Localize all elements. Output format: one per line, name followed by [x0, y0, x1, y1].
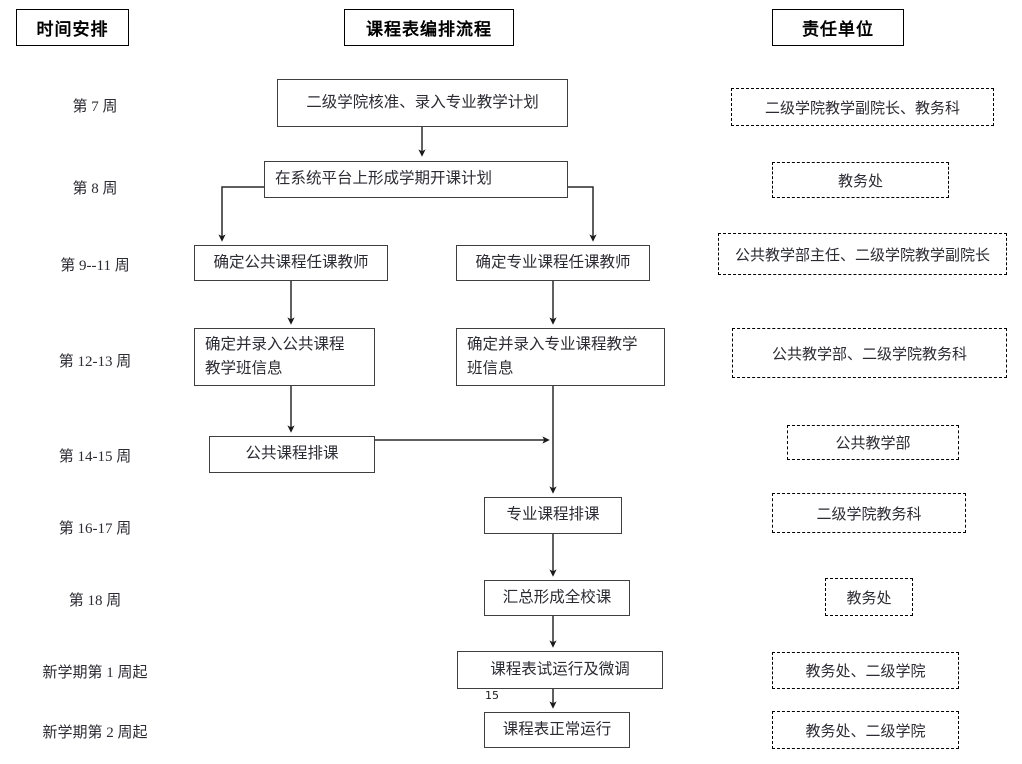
time-label-week-7: 第 7 周 [0, 93, 190, 117]
flow-box-schedule-major[interactable]: 专业课程排课 [484, 497, 622, 534]
responsibility-box-7[interactable]: 教务处 [825, 578, 913, 616]
flow-box-label: 确定并录入专业课程教学 班信息 [467, 335, 638, 377]
responsibility-box-label: 教务处、二级学院 [805, 664, 926, 680]
responsibility-box-label: 二级学院教学副院长、教务科 [764, 100, 960, 117]
flow-box-label: 课程表试运行及微调 [490, 660, 630, 678]
responsibility-header: 责任单位 [772, 9, 904, 46]
time-label-text: 第 7 周 [72, 98, 118, 115]
responsibility-box-label: 教务处、二级学院 [805, 723, 926, 740]
flow-box-label: 二级学院核准、录入专业教学计划 [306, 93, 539, 111]
page-number-text: 15 [485, 689, 499, 702]
flow-header-label: 课程表编排流程 [366, 20, 492, 40]
flow-box-label: 在系统平台上形成学期开课计划 [275, 170, 493, 188]
flow-box-assign-public-teacher[interactable]: 确定公共课程任课教师 [194, 245, 388, 281]
flow-box-enter-major-class[interactable]: 确定并录入专业课程教学 班信息 [456, 328, 665, 386]
time-label-week-8: 第 8 周 [0, 175, 190, 199]
responsibility-box-9[interactable]: 教务处、二级学院 [772, 711, 959, 749]
time-header-label: 时间安排 [36, 20, 109, 40]
flow-box-label: 课程表正常运行 [502, 720, 612, 738]
responsibility-box-1[interactable]: 二级学院教学副院长、教务科 [731, 88, 994, 126]
responsibility-box-label: 公共教学部、二级学院教务科 [771, 346, 967, 363]
flow-box-normal-run[interactable]: 课程表正常运行 [484, 712, 630, 748]
flow-box-label: 确定并录入公共课程 教学班信息 [205, 335, 345, 377]
time-label-new-term-w2: 新学期第 2 周起 [0, 719, 190, 743]
time-label-text: 第 12-13 周 [58, 353, 132, 370]
time-label-week-9-11: 第 9--11 周 [0, 252, 190, 276]
responsibility-box-5[interactable]: 公共教学部 [787, 425, 959, 460]
responsibility-box-2[interactable]: 教务处 [772, 162, 949, 198]
time-label-new-term-w1: 新学期第 1 周起 [0, 659, 190, 683]
time-label-text: 第 14-15 周 [58, 448, 132, 465]
responsibility-box-label: 公共教学部主任、二级学院教学副院长 [734, 247, 990, 264]
responsibility-box-8[interactable]: 教务处、二级学院 [772, 652, 959, 689]
flow-box-label: 确定专业课程任课教师 [475, 253, 631, 271]
flow-header: 课程表编排流程 [344, 9, 514, 46]
time-label-week-12-13: 第 12-13 周 [0, 348, 190, 372]
time-label-text: 新学期第 1 周起 [42, 664, 148, 681]
time-label-text: 第 16-17 周 [58, 520, 132, 537]
time-label-week-16-17: 第 16-17 周 [0, 515, 190, 539]
flow-box-assign-major-teacher[interactable]: 确定专业课程任课教师 [456, 245, 650, 281]
time-label-week-14-15: 第 14-15 周 [0, 443, 190, 467]
responsibility-box-3[interactable]: 公共教学部主任、二级学院教学副院长 [718, 233, 1007, 275]
time-header: 时间安排 [16, 9, 129, 46]
flow-box-schedule-public[interactable]: 公共课程排课 [209, 436, 375, 473]
flow-box-aggregate-school[interactable]: 汇总形成全校课 [484, 580, 630, 616]
flow-box-enter-public-class[interactable]: 确定并录入公共课程 教学班信息 [194, 328, 375, 386]
page-number: 15 [485, 689, 499, 702]
responsibility-box-6[interactable]: 二级学院教务科 [772, 493, 966, 533]
flow-box-trial-run[interactable]: 课程表试运行及微调 [457, 651, 663, 689]
flow-box-label: 专业课程排课 [506, 506, 600, 524]
responsibility-header-label: 责任单位 [802, 20, 874, 40]
time-label-week-18: 第 18 周 [0, 587, 190, 611]
responsibility-box-label: 教务处 [846, 590, 892, 607]
responsibility-box-label: 二级学院教务科 [816, 506, 922, 523]
responsibility-box-4[interactable]: 公共教学部、二级学院教务科 [732, 328, 1007, 378]
time-label-text: 第 18 周 [68, 592, 122, 609]
flow-box-form-term-plan[interactable]: 在系统平台上形成学期开课计划 [264, 161, 568, 198]
time-label-text: 第 8 周 [72, 180, 118, 197]
flow-box-label: 确定公共课程任课教师 [213, 253, 369, 271]
flow-box-label: 汇总形成全校课 [502, 588, 612, 606]
flow-box-approve-plan[interactable]: 二级学院核准、录入专业教学计划 [277, 79, 568, 127]
time-label-text: 第 9--11 周 [60, 257, 130, 274]
time-label-text: 新学期第 2 周起 [42, 724, 148, 741]
responsibility-box-label: 教务处 [837, 173, 883, 190]
responsibility-box-label: 公共教学部 [835, 436, 911, 452]
flow-box-label: 公共课程排课 [245, 445, 339, 463]
